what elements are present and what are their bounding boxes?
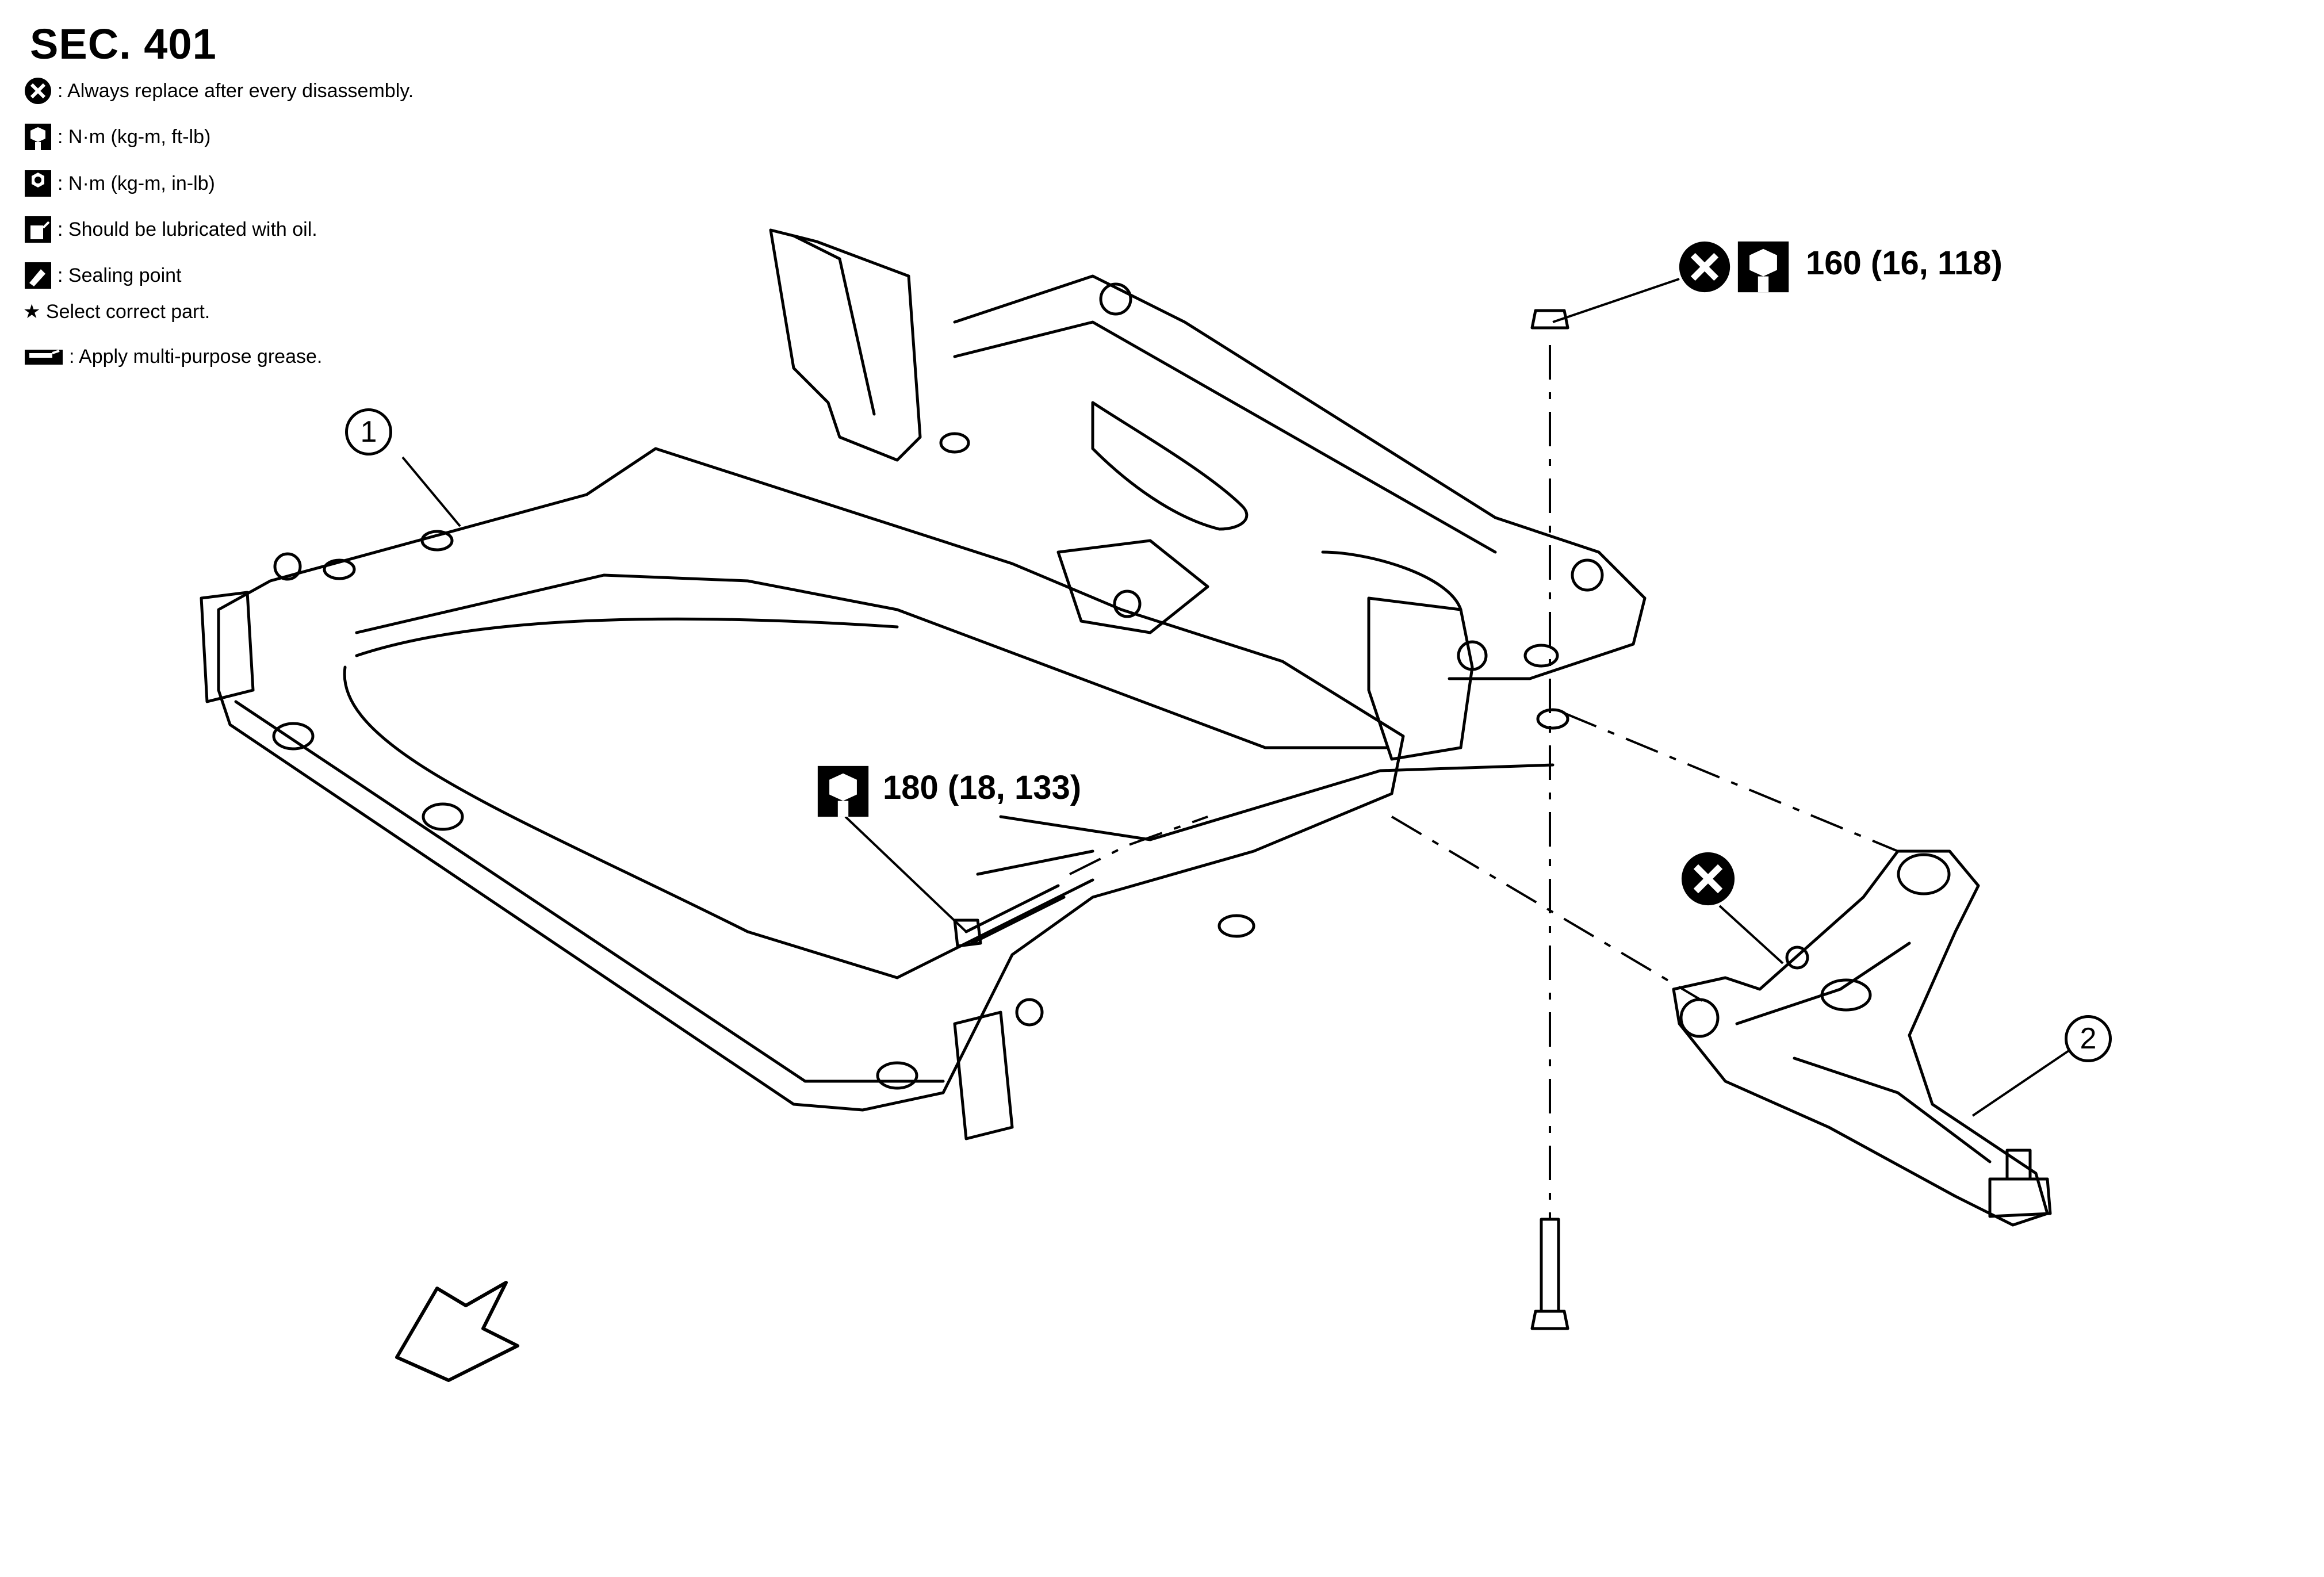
leader-part-1 bbox=[401, 456, 461, 527]
torque-wrench-small-icon bbox=[23, 169, 53, 198]
legend-item-torque-inlb: : N·m (kg-m, in-lb) bbox=[23, 169, 215, 198]
leader-part-2 bbox=[1971, 1048, 2072, 1117]
leader-replace-nut bbox=[1718, 905, 1784, 964]
oil-can-icon bbox=[23, 215, 53, 244]
lower-arm-bolt bbox=[964, 884, 1060, 933]
nut-torque-icon bbox=[1737, 240, 1790, 293]
section-title: SEC. 401 bbox=[30, 20, 217, 68]
legend-item-sealing: : Sealing point bbox=[23, 261, 182, 290]
legend-text: : Sealing point bbox=[58, 264, 182, 286]
legend-item-grease: : Apply multi-purpose grease. bbox=[23, 342, 322, 372]
legend-item-select-part: ★ Select correct part. bbox=[23, 300, 210, 323]
nut-replace-icon bbox=[1678, 240, 1731, 293]
legend-text: : N·m (kg-m, ft-lb) bbox=[58, 125, 211, 148]
legend-item-replace: : Always replace after every disassembly… bbox=[23, 76, 414, 106]
mount-nut bbox=[1530, 309, 1569, 330]
transverse-link bbox=[1672, 849, 2049, 1227]
x-circle-icon bbox=[23, 76, 53, 106]
grease-icon bbox=[23, 342, 64, 372]
legend-text: : Apply multi-purpose grease. bbox=[69, 345, 323, 368]
part-number-2: 2 bbox=[2065, 1015, 2112, 1062]
legend-item-oil: : Should be lubricated with oil. bbox=[23, 215, 317, 244]
legend-text: ★ Select correct part. bbox=[23, 301, 210, 323]
legend-item-torque-ftlb: : N·m (kg-m, ft-lb) bbox=[23, 122, 210, 152]
front-arrow-icon bbox=[395, 1281, 519, 1382]
legend-text: : N·m (kg-m, in-lb) bbox=[58, 172, 215, 194]
leader-bolt-torque bbox=[844, 816, 967, 933]
legend-text: : Always replace after every disassembly… bbox=[58, 79, 414, 102]
mount-bolt bbox=[1540, 1218, 1560, 1313]
torque-wrench-icon bbox=[23, 122, 53, 152]
sealing-icon bbox=[23, 261, 53, 290]
leader-nut-torque bbox=[1552, 278, 1680, 323]
bolt-torque-value: 180 (18, 133) bbox=[883, 769, 1082, 806]
suspension-member-frame bbox=[217, 447, 1405, 1112]
bolt-torque-icon bbox=[817, 765, 870, 818]
lower-arm-nut-replace-icon bbox=[1680, 851, 1736, 906]
nut-torque-value: 160 (16, 118) bbox=[1806, 244, 2003, 282]
part-number-1: 1 bbox=[345, 408, 392, 456]
legend-text: : Should be lubricated with oil. bbox=[58, 218, 317, 240]
